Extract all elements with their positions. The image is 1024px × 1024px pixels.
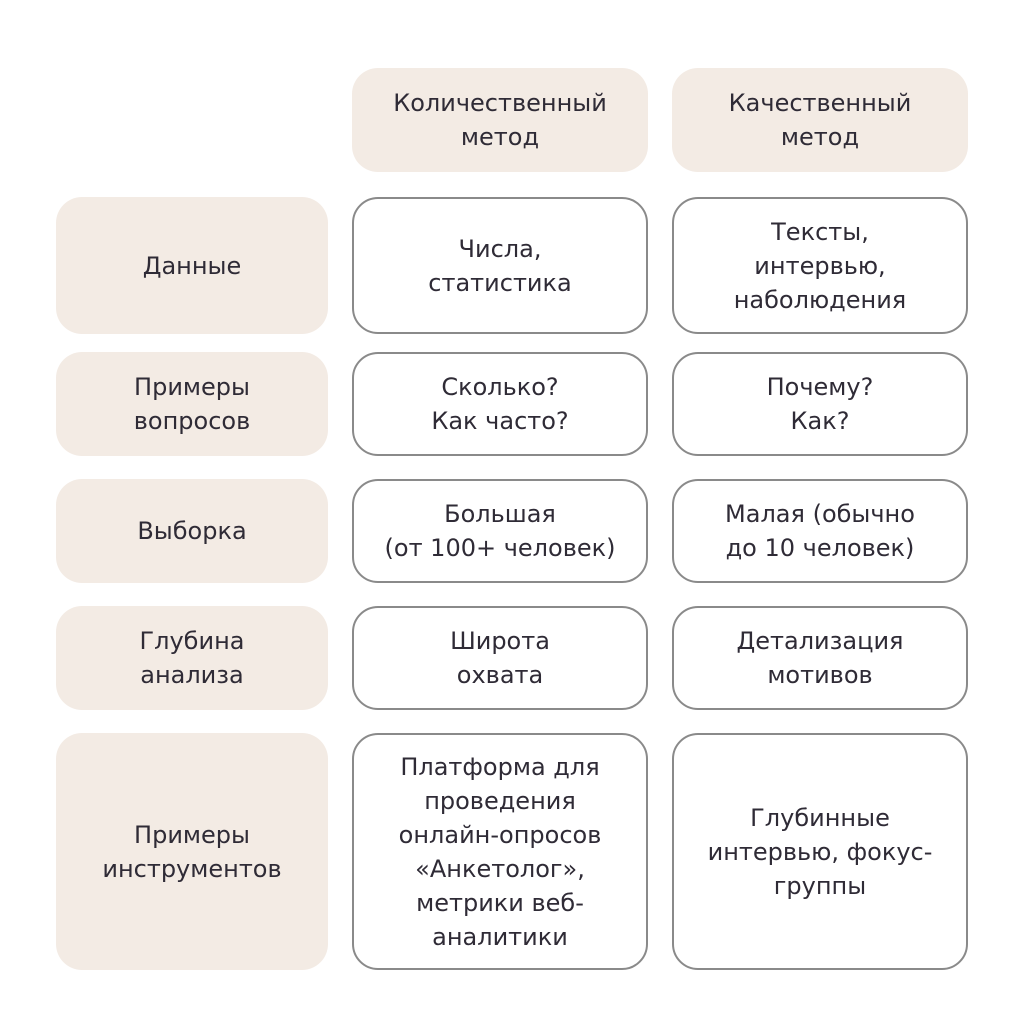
cell-sample-quantitative: Большая (от 100+ человек) <box>352 479 648 583</box>
cell-data-quantitative: Числа, статистика <box>352 197 648 334</box>
cell-questions-quantitative: Сколько? Как часто? <box>352 352 648 456</box>
row-label-question-examples: Примеры вопросов <box>56 352 328 456</box>
row-label-analysis-depth: Глубина анализа <box>56 606 328 710</box>
cell-depth-qualitative: Детализация мотивов <box>672 606 968 710</box>
cell-depth-quantitative: Широта охвата <box>352 606 648 710</box>
cell-data-qualitative: Тексты, интервью, наболюдения <box>672 197 968 334</box>
cell-tools-quantitative: Платформа для проведения онлайн-опросов … <box>352 733 648 970</box>
row-label-tool-examples: Примеры инструментов <box>56 733 328 970</box>
cell-sample-qualitative: Малая (обычно до 10 человек) <box>672 479 968 583</box>
cell-questions-qualitative: Почему? Как? <box>672 352 968 456</box>
row-label-sample: Выборка <box>56 479 328 583</box>
column-header-quantitative: Количественный метод <box>352 68 648 172</box>
column-header-qualitative: Качественный метод <box>672 68 968 172</box>
cell-tools-qualitative: Глубинные интервью, фокус- группы <box>672 733 968 970</box>
row-label-data: Данные <box>56 197 328 334</box>
